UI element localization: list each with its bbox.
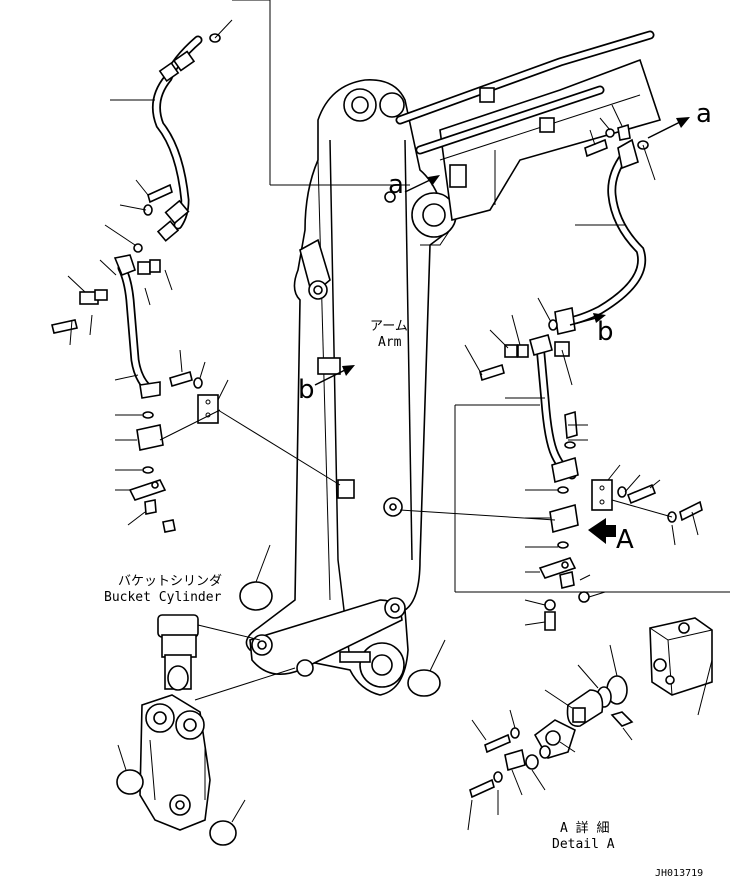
drawing-number: JH013719 <box>655 868 703 879</box>
boom-structure <box>384 30 662 222</box>
detail-a-assembly <box>467 617 713 831</box>
ref-a-arm: a <box>388 170 404 200</box>
text-labels: アーム Arm バケットシリンダ Bucket Cylinder A 詳 細 D… <box>104 99 712 879</box>
bucket-cylinder-label-en: Bucket Cylinder <box>104 590 222 605</box>
detail-a-label-jp: A 詳 細 <box>560 820 609 836</box>
frame-lines <box>232 0 730 593</box>
ref-a-top-right: a <box>696 99 712 129</box>
ref-detail-a: A <box>616 525 634 555</box>
o-ring <box>407 669 441 697</box>
detail-a-label-en: Detail A <box>552 837 615 852</box>
bucket-cylinder <box>116 544 296 846</box>
reference-arrows <box>314 117 690 544</box>
right-hose-assembly <box>399 104 703 631</box>
arm-label-en: Arm <box>378 335 402 350</box>
ref-b-left: b <box>298 375 315 405</box>
left-hose-assembly <box>51 19 341 533</box>
ref-b-right: b <box>597 317 614 347</box>
arm-label-jp: アーム <box>370 319 408 334</box>
bucket-cylinder-label-jp: バケットシリンダ <box>118 574 222 589</box>
arm-structure <box>245 79 457 696</box>
